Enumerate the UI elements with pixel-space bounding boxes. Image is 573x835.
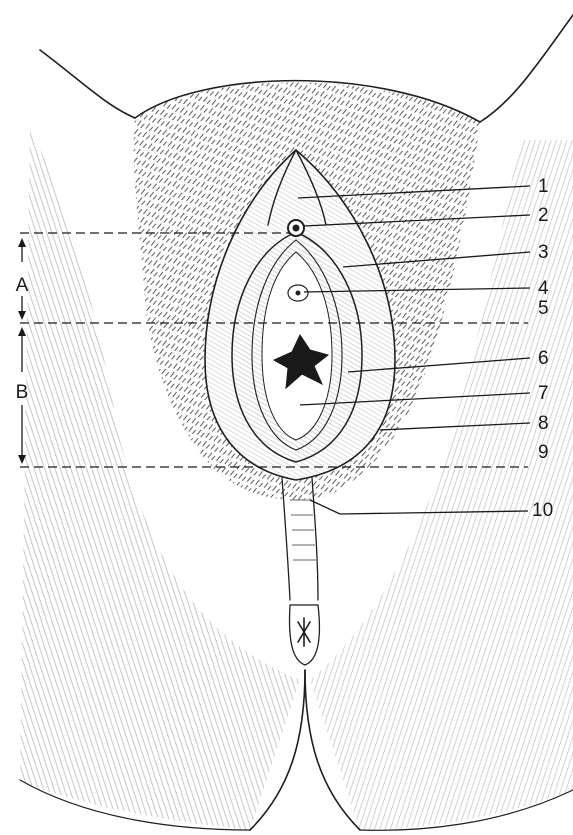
label-8: 8: [538, 413, 549, 434]
label-10: 10: [532, 500, 553, 521]
label-5: 5: [538, 298, 549, 319]
anus: [290, 605, 320, 665]
dimension-label-b: B: [16, 382, 29, 403]
label-1: 1: [538, 176, 549, 197]
label-6: 6: [538, 348, 549, 369]
label-4: 4: [538, 278, 549, 299]
label-9: 9: [538, 442, 549, 463]
label-3: 3: [538, 242, 549, 263]
clitoris: [288, 220, 304, 236]
dimension-label-a: A: [16, 275, 29, 296]
label-7: 7: [538, 383, 549, 404]
label-2: 2: [538, 205, 549, 226]
